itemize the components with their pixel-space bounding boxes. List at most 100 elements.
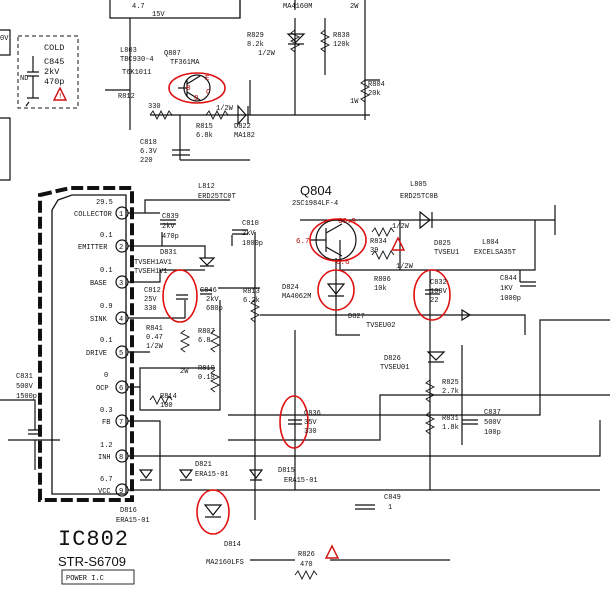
svg-text:TVSEH1AV1: TVSEH1AV1 [134,259,172,267]
svg-text:D831: D831 [160,249,177,257]
highlight-c832 [413,269,451,321]
svg-text:R841: R841 [146,325,163,333]
svg-text:0.1: 0.1 [100,232,113,240]
svg-text:R815: R815 [196,123,213,131]
svg-text:6.6: 6.6 [336,259,350,267]
svg-text:C846: C846 [200,287,217,295]
svg-text:R814: R814 [160,393,177,401]
q804-name: Q804 [300,183,332,198]
svg-text:22: 22 [430,297,438,305]
q807-transistor [178,74,211,102]
svg-text:25V: 25V [144,296,157,304]
svg-text:0: 0 [104,372,108,380]
svg-text:R834: R834 [370,238,387,246]
highlight-c836 [279,395,309,449]
svg-text:ERA15-01: ERA15-01 [284,477,318,485]
svg-text:35V: 35V [304,419,317,427]
svg-text:120k: 120k [333,41,350,49]
svg-text:4: 4 [119,316,123,324]
svg-text:Q807: Q807 [164,50,181,58]
svg-text:C849: C849 [384,494,401,502]
diodes [138,33,472,518]
svg-text:R831: R831 [442,415,459,423]
svg-text:MA4160M: MA4160M [283,3,312,11]
capacitors [28,149,536,510]
svg-text:500V: 500V [16,383,34,391]
svg-text:MA182: MA182 [234,132,255,140]
svg-text:!: ! [58,93,63,101]
svg-text:E: E [205,75,210,83]
svg-text:470p: 470p [162,233,179,241]
cold-label: COLD [44,43,64,53]
svg-text:2W: 2W [180,368,189,376]
svg-text:6.8k: 6.8k [196,132,213,140]
svg-text:R813: R813 [243,288,260,296]
svg-text:OCP: OCP [96,385,109,393]
svg-text:R810: R810 [198,365,215,373]
highlight-q807 [168,72,226,104]
svg-text:R826: R826 [298,551,315,559]
svg-text:10k: 10k [374,285,387,293]
svg-text:100V: 100V [430,288,448,296]
warning-icon [390,236,406,251]
svg-text:2kV: 2kV [206,296,219,304]
svg-text:6.7: 6.7 [296,238,310,246]
highlight-d814 [196,489,230,535]
svg-text:1: 1 [388,504,392,512]
svg-text:0.1: 0.1 [100,267,113,275]
svg-text:1800p: 1800p [242,240,263,248]
svg-text:1500p: 1500p [16,393,37,401]
svg-text:R806: R806 [374,276,391,284]
svg-text:1/2W: 1/2W [216,105,234,113]
svg-text:6.7: 6.7 [100,476,113,484]
svg-text:D826: D826 [384,355,401,363]
svg-text:1/2W: 1/2W [146,343,164,351]
warning-icon [52,86,68,101]
ic-part-number: STR-S6709 [58,554,126,569]
svg-text:470: 470 [300,561,313,569]
svg-text:1.2: 1.2 [100,442,113,450]
svg-text:680p: 680p [206,305,223,313]
svg-text:MA2160LFS: MA2160LFS [206,559,244,567]
highlight-q804 [309,218,367,262]
svg-text:1/2W: 1/2W [392,223,410,231]
svg-text:0.3: 0.3 [100,407,113,415]
svg-text:R812: R812 [118,93,135,101]
svg-text:C837: C837 [484,409,501,417]
svg-text:D825: D825 [434,240,451,248]
svg-text:C844: C844 [500,275,517,283]
svg-text:2W: 2W [350,3,359,11]
svg-text:60.9: 60.9 [338,218,356,226]
svg-text:ERD25TC0B: ERD25TC0B [400,193,438,201]
svg-text:R838: R838 [333,32,350,40]
svg-text:6.3V: 6.3V [140,148,158,156]
svg-text:39: 39 [370,247,378,255]
svg-text:500V: 500V [484,419,502,427]
svg-text:220: 220 [140,157,153,165]
svg-text:L805: L805 [410,181,427,189]
svg-text:2.7k: 2.7k [442,388,459,396]
svg-text:TVSEU1: TVSEU1 [434,249,459,257]
svg-text:R829: R829 [247,32,264,40]
svg-text:D827: D827 [348,313,365,321]
svg-text:TVSEH1V1: TVSEH1V1 [134,268,168,276]
svg-text:ERD25TC0T: ERD25TC0T [198,193,236,201]
svg-text:D814: D814 [224,541,241,549]
svg-text:ERA15-01: ERA15-01 [116,517,150,525]
svg-text:C831: C831 [16,373,33,381]
svg-text:VCC: VCC [98,488,111,496]
svg-text:0.1: 0.1 [100,337,113,345]
voltage-label: 0V [0,35,9,43]
svg-text:R807: R807 [198,328,215,336]
svg-text:8: 8 [119,454,123,462]
svg-text:4.7: 4.7 [132,3,145,11]
svg-text:D815: D815 [278,467,295,475]
svg-text:T6K1011: T6K1011 [122,69,151,77]
svg-text:100p: 100p [484,429,501,437]
svg-text:330: 330 [304,428,317,436]
